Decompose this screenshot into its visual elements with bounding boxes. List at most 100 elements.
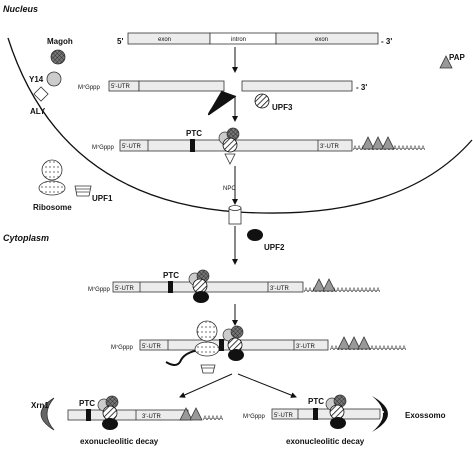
translating-mrnp: M⁷Gppp 5'-UTR 3'-UTR AAAAAAAAAAAAAAAAAAA (111, 320, 406, 374)
exon-box-row2-right (241, 80, 353, 92)
upf3-label: UPF3 (272, 103, 293, 112)
cap-row4: M⁷Gppp (88, 286, 111, 293)
ptc-marker-row4 (168, 281, 173, 293)
utr3-label-row4: 3'-UTR (270, 286, 289, 292)
intron-lariat (207, 90, 237, 116)
cytoplasm-label: Cytoplasm (3, 233, 49, 243)
pap-icon-row3-b (371, 136, 385, 150)
exosome-label: Exossomo (405, 411, 446, 420)
pap-icon-row5-b (347, 336, 361, 350)
pap-icon-row5-c (357, 336, 371, 350)
exosome-decay: M⁷Gppp 5'-UTR PTC Exossomo exonucleoliti… (243, 394, 446, 446)
xrn1-label: Xrn1 (31, 401, 49, 410)
exon-left-label: exon (158, 37, 171, 43)
ptc-label-xrn1: PTC (79, 399, 95, 408)
utr3-label-xrn1: 3'-UTR (142, 414, 161, 420)
gene-3prime: - 3' (381, 37, 392, 46)
ptc-marker-exosome (313, 408, 318, 420)
three-prime-row2: - 3' (356, 83, 367, 92)
utr5-label-row2: 5'-UTR (111, 84, 130, 90)
upf2-label: UPF2 (264, 243, 285, 252)
upf2-legend: UPF2 (247, 229, 285, 252)
utr3-label-row5: 3'-UTR (296, 344, 315, 350)
cap-row5: M⁷Gppp (111, 344, 134, 351)
y14-legend: Y14 (29, 71, 62, 87)
aly-legend: ALY (30, 86, 49, 116)
magoh-icon-row5 (230, 325, 244, 339)
arrow-to-xrn1-decay (179, 373, 233, 398)
mrna-box-row4 (112, 281, 304, 293)
pap-icon-row4-b (322, 278, 336, 292)
exon-right-label: exon (315, 37, 328, 43)
utr5-label-row3: 5'-UTR (122, 144, 141, 150)
exon-box-row2-left (138, 80, 225, 92)
ptc-marker-row5 (219, 339, 224, 351)
splicing-intermediate: M⁷Gppp 5'-UTR - 3' UPF3 (78, 80, 367, 116)
aly-label: ALY (30, 107, 46, 116)
upf1-label: UPF1 (92, 194, 113, 203)
upf1-legend: UPF1 (74, 185, 113, 203)
upf3-icon-row3 (222, 137, 238, 153)
upf2-icon-exosome (330, 417, 346, 429)
utr3-label-row3: 3'-UTR (320, 144, 339, 150)
ribosome-icon (41, 159, 63, 181)
xrn1-icon (40, 397, 55, 431)
xrn1-decay-label: exonucleolitic decay (80, 437, 159, 446)
magoh-legend: Magoh (47, 37, 73, 65)
exosome-icon (372, 396, 388, 432)
utr5-label-exosome: 5'-UTR (274, 413, 293, 419)
utr5-label-row5: 5'-UTR (142, 344, 161, 350)
upf2-icon (247, 229, 263, 241)
ptc-label-row4: PTC (163, 271, 179, 280)
pap-legend: PAP (439, 53, 466, 69)
ptc-label-row3: PTC (186, 129, 202, 138)
ribosome-label: Ribosome (33, 203, 72, 212)
gene-5prime: 5' (117, 37, 123, 46)
mrna-box-exosome (271, 408, 381, 420)
upf1-icon-row5 (200, 364, 216, 374)
ribosome-large-row5 (196, 320, 218, 342)
pap-label: PAP (449, 53, 466, 62)
cytoplasmic-mrnp: M⁷Gppp 5'-UTR 3'-UTR PTC AAAAAAAAAAAAAAA… (88, 269, 380, 303)
pap-icon-row4-a (312, 278, 326, 292)
nucleus-label: Nucleus (3, 4, 38, 14)
nascent-peptide (165, 349, 201, 366)
ribosome-small-row5 (194, 341, 220, 357)
magoh-label: Magoh (47, 37, 73, 46)
upf3-icon-xrn1 (102, 405, 118, 421)
upf3-icon-exosome (329, 404, 345, 420)
pap-icon-xrn1-a (179, 407, 193, 421)
pap-icon-xrn1-b (189, 407, 203, 421)
intron-label: intron (231, 37, 246, 43)
arrow-to-exosome-decay (237, 373, 297, 398)
upf2-icon-row4 (193, 291, 209, 303)
exon-right-box (275, 32, 379, 45)
ribosome-small-subunit (38, 180, 66, 196)
aly-icon (33, 86, 49, 102)
npc-label: NPC (223, 186, 236, 192)
pap-icon (439, 55, 453, 69)
nuclear-pore-complex (228, 205, 242, 225)
pap-icon-row3-c (381, 136, 395, 150)
magoh-icon (50, 49, 66, 65)
ptc-marker-xrn1 (86, 409, 91, 421)
upf1-icon (74, 185, 92, 197)
xrn1-decay: Xrn1 3'-UTR PTC AAAAA exonucleolitic dec… (31, 395, 223, 446)
aly-icon-row3 (224, 153, 236, 165)
cap-row3: M⁷Gppp (92, 144, 115, 151)
upf2-icon-xrn1 (102, 418, 118, 430)
utr5-label-row4: 5'-UTR (115, 286, 134, 292)
cap-exosome: M⁷Gppp (243, 413, 266, 420)
cap-row2: M⁷Gppp (78, 84, 101, 91)
ptc-label-exosome: PTC (308, 397, 324, 406)
pap-icon-row5-a (337, 336, 351, 350)
nuclear-mrnp: M⁷Gppp 5'-UTR 3'-UTR PTC AAAAAAAAAAAAAAA… (92, 127, 425, 165)
ribosome-legend: Ribosome (33, 159, 72, 212)
polya-xrn1: AAAAA (203, 416, 223, 422)
y14-icon (46, 71, 62, 87)
y14-label: Y14 (29, 75, 44, 84)
exosome-decay-label: exonucleolitic decay (286, 437, 365, 446)
upf3-icon-legend (254, 93, 270, 109)
ptc-marker-row3 (190, 139, 195, 152)
